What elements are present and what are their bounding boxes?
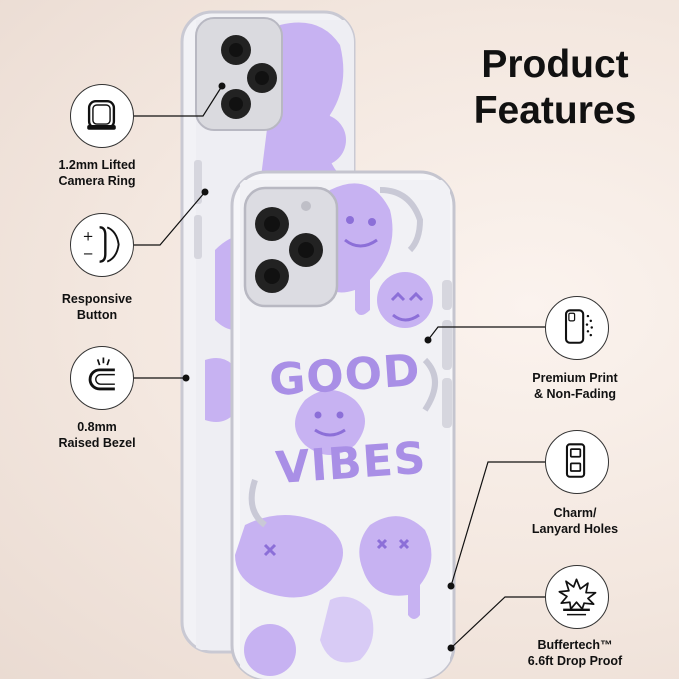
lanyard-holes-icon — [545, 430, 609, 494]
raised-bezel-label-1: 0.8mm — [77, 420, 117, 434]
drop-proof-label-1: Buffertech™ — [537, 638, 613, 652]
features-title: Product Features — [440, 42, 670, 134]
raised-bezel-label-2: Raised Bezel — [58, 436, 136, 450]
svg-text:+: + — [82, 230, 93, 245]
button-icon: + − — [70, 213, 134, 277]
premium-print-label-1: Premium Print — [532, 371, 618, 385]
premium-print-label: Premium Print & Non-Fading — [490, 370, 660, 402]
lanyard-holes-label: Charm/ Lanyard Holes — [490, 505, 660, 537]
phone-print-icon — [545, 296, 609, 360]
case-print-line-1: GOOD — [267, 344, 423, 407]
callout-lines — [134, 85, 545, 649]
lanyard-holes-label-1: Charm/ — [553, 506, 597, 520]
lanyard-holes-label-2: Lanyard Holes — [531, 522, 619, 536]
camera-ring-icon — [70, 84, 134, 148]
drop-proof-label: Buffertech™ 6.6ft Drop Proof — [490, 637, 660, 669]
title-line-1: Product — [481, 43, 629, 86]
responsive-button-label: Responsive Button — [12, 291, 182, 323]
camera-ring-label-1: 1.2mm Lifted — [58, 158, 136, 172]
camera-ring-label-2: Camera Ring — [58, 174, 136, 188]
raised-bezel-label: 0.8mm Raised Bezel — [12, 419, 182, 451]
case-print-line-2: VIBES — [274, 432, 428, 495]
responsive-button-label-1: Responsive — [61, 292, 133, 306]
case-print-text: GOOD VIBES — [263, 344, 432, 495]
camera-ring-label: 1.2mm Lifted Camera Ring — [12, 157, 182, 189]
premium-print-label-2: & Non-Fading — [534, 387, 616, 401]
bezel-icon — [70, 346, 134, 410]
responsive-button-label-2: Button — [76, 308, 118, 322]
svg-text:−: − — [82, 247, 93, 262]
title-line-2: Features — [473, 89, 637, 132]
front-phone-case — [230, 170, 456, 679]
shock-burst-icon — [545, 565, 609, 629]
drop-proof-label-2: 6.6ft Drop Proof — [527, 654, 623, 668]
